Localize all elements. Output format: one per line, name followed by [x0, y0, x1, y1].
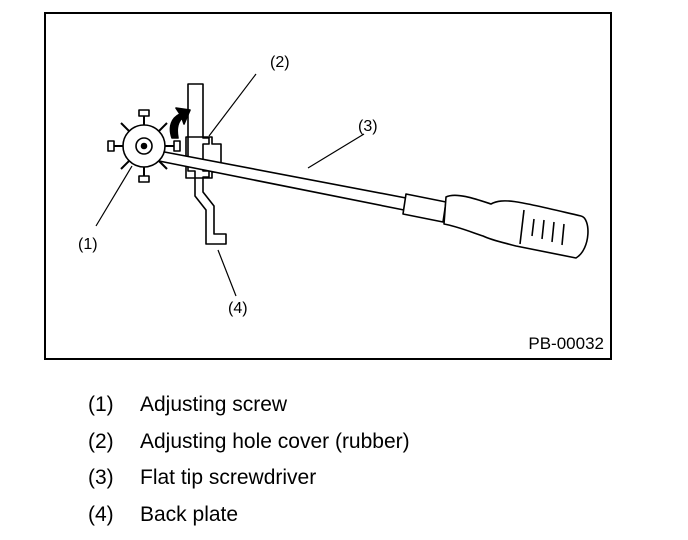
diagram-frame: (2) (3) (1) (4) PB-00032 [44, 12, 612, 360]
legend-number: (3) [88, 466, 114, 489]
legend-label: Back plate [140, 502, 239, 526]
legend-label: Flat tip screwdriver [140, 466, 317, 489]
legend-item: (3) Flat tip screwdriver [88, 465, 410, 502]
adjusting-screw-star-wheel [107, 109, 181, 183]
screwdriver-ferrule [402, 193, 447, 223]
callout-2: (2) [270, 54, 290, 71]
callout-1: (1) [78, 236, 98, 253]
callout-3: (3) [358, 118, 378, 135]
screwdriver-shaft [153, 149, 407, 211]
legend-number: (2) [88, 429, 114, 453]
legend-number: (4) [88, 502, 114, 526]
rotation-arrow [169, 107, 191, 139]
legend-number: (1) [88, 393, 114, 416]
screwdriver-handle [443, 194, 589, 259]
legend-label: Adjusting screw [140, 393, 288, 416]
brake-adjustment-illustration [95, 73, 589, 297]
legend: (1) Adjusting screw (2) Adjusting hole c… [88, 392, 410, 538]
legend-item: (2) Adjusting hole cover (rubber) [88, 429, 410, 466]
figure-code: PB-00032 [528, 334, 604, 353]
legend-item: (1) Adjusting screw [88, 392, 410, 429]
legend-item: (4) Back plate [88, 502, 410, 539]
callout-4: (4) [228, 300, 248, 317]
legend-label: Adjusting hole cover (rubber) [140, 429, 410, 453]
back-plate [187, 83, 227, 245]
